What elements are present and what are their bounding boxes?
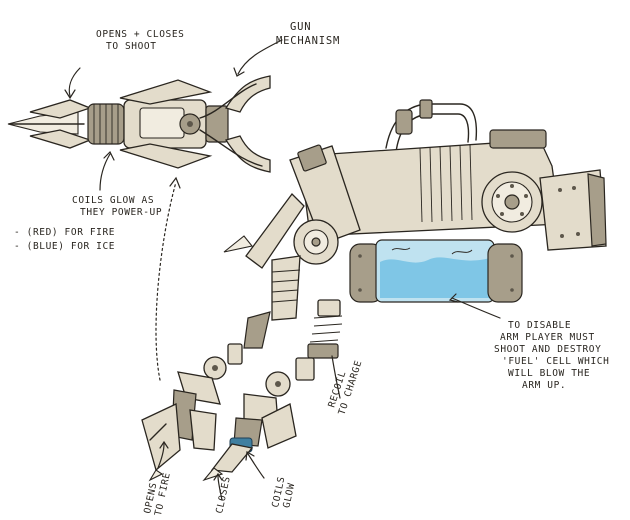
arrow-opens-closes xyxy=(69,68,80,96)
note-fuel-line2: ARM PLAYER MUST xyxy=(500,332,595,343)
note-coils-glow-line2: THEY POWER-UP xyxy=(80,207,162,218)
note-fuel-line1: TO DISABLE xyxy=(508,320,571,331)
arrow-coils-glow-short xyxy=(248,454,264,478)
note-closes: CLOSES xyxy=(214,475,233,514)
note-coils-glow-line1: COILS GLOW AS xyxy=(72,195,154,206)
note-fuel-line4: 'FUEL' CELL WHICH xyxy=(502,356,609,367)
gun-mechanism-drawing xyxy=(8,76,270,172)
note-gun-mechanism-line2: MECHANISM xyxy=(276,35,340,47)
main-arm-drawing xyxy=(224,100,606,348)
note-gun-mechanism-line1: GUN xyxy=(290,21,311,33)
note-blue-ice: - (BLUE) FOR ICE xyxy=(14,241,115,252)
note-fuel-line6: ARM UP. xyxy=(522,380,566,391)
fuel-cell xyxy=(350,240,522,302)
note-red-fire: - (RED) FOR FIRE xyxy=(14,227,115,238)
note-fuel-line5: WILL BLOW THE xyxy=(508,368,590,379)
note-opens-closes-line2: TO SHOOT xyxy=(106,41,157,52)
claw-closed xyxy=(204,300,342,480)
arrow-coils-glow xyxy=(100,154,110,190)
note-fuel-line3: SHOOT AND DESTROY xyxy=(494,344,601,355)
note-opens-closes-line1: OPENS + CLOSES xyxy=(96,29,184,40)
